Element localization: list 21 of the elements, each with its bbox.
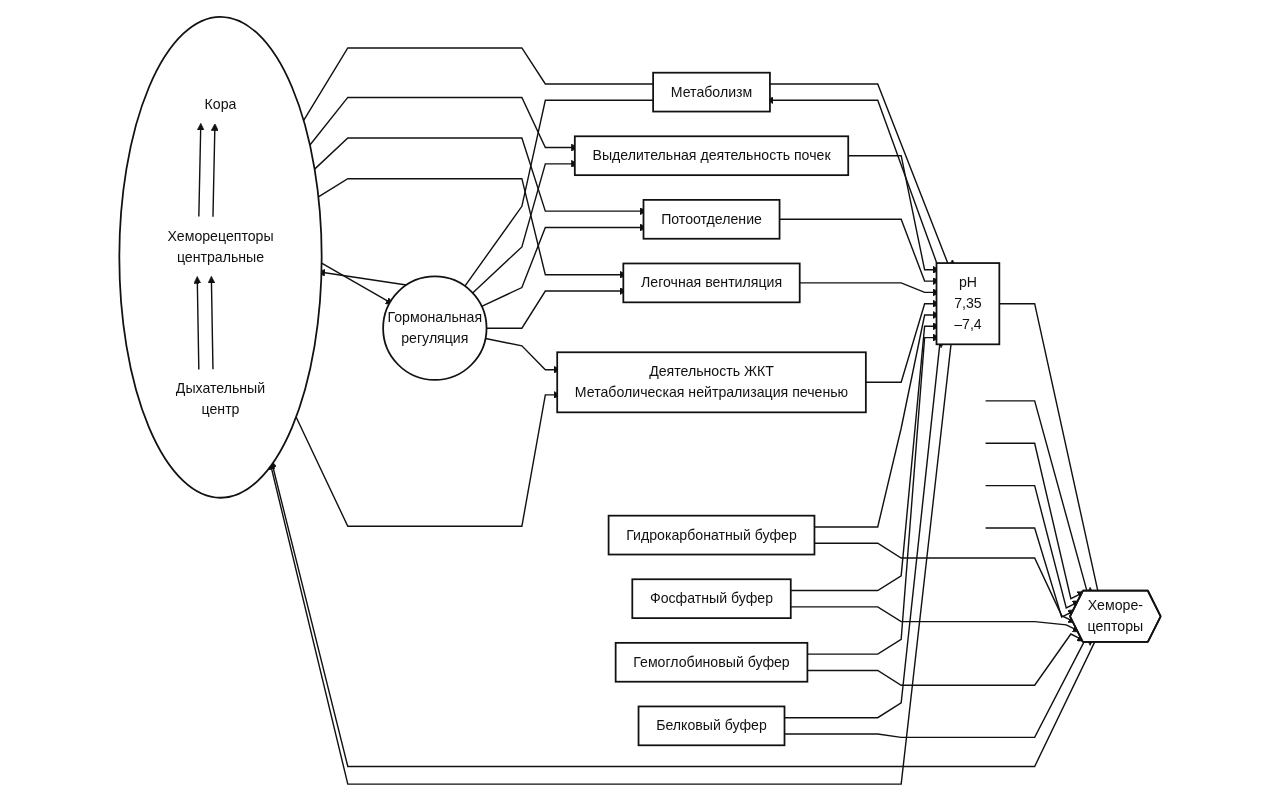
node-box: Гемоглобиновый буфер bbox=[614, 641, 809, 683]
node-box: Фосфатный буфер bbox=[631, 578, 792, 619]
arrow bbox=[193, 276, 202, 371]
node-box: Гидрокарбонатный буфер bbox=[607, 514, 816, 556]
node-circle: Гормональная регуляция bbox=[382, 275, 488, 381]
arrow bbox=[207, 275, 216, 371]
node-box: Белковый буфер bbox=[637, 705, 786, 747]
node-box: Легочная вентиляция bbox=[622, 262, 801, 304]
node-text: Хеморецепторы центральные bbox=[167, 228, 274, 265]
node-text: Кора bbox=[204, 96, 237, 112]
node-box: Метаболизм bbox=[652, 71, 771, 113]
node-box: Выделительная деятельность почек bbox=[573, 135, 850, 177]
connector bbox=[303, 47, 654, 122]
node-box: Деятельность ЖКТ Метаболическая нейтрализация печенью bbox=[556, 351, 867, 414]
cluster bbox=[118, 15, 323, 499]
connector bbox=[464, 99, 654, 287]
arrow bbox=[196, 122, 205, 218]
node-box: Потоотделение bbox=[642, 199, 781, 240]
node-box: pH 7,35 –7,4 bbox=[935, 262, 1001, 346]
node-text: Дыхательный центр bbox=[175, 380, 266, 418]
arrow bbox=[210, 123, 219, 218]
